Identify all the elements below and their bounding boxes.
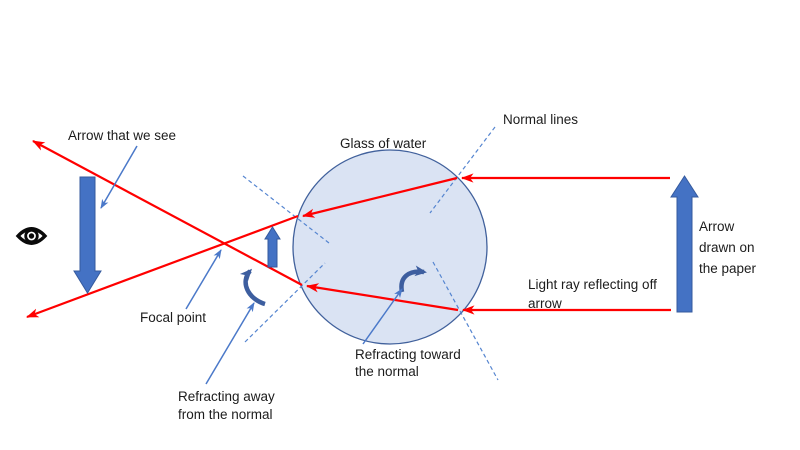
svg-text:Light ray reflecting off: Light ray reflecting off — [528, 277, 657, 292]
normal-line-upper-right — [429, 126, 496, 214]
label-refracting-away: Refracting away from the normal — [178, 389, 275, 422]
svg-text:drawn on: drawn on — [699, 240, 755, 255]
normal-line-lower-left — [244, 262, 326, 343]
svg-text:Refracting toward: Refracting toward — [355, 347, 461, 362]
svg-text:the paper: the paper — [699, 261, 757, 276]
refracting-away-pointer — [205, 302, 255, 385]
ray-top-exit-to-lower-left — [26, 214, 299, 319]
svg-text:Arrow: Arrow — [699, 219, 735, 234]
focal-point-pointer — [185, 249, 222, 310]
label-arrow-we-see: Arrow that we see — [68, 128, 176, 143]
arrow-drawn-on-paper-shape — [670, 175, 699, 313]
svg-text:arrow: arrow — [528, 296, 562, 311]
label-light-ray-reflecting: Light ray reflecting off arrow — [528, 277, 657, 311]
svg-text:from the normal: from the normal — [178, 407, 273, 422]
label-refracting-toward: Refracting toward the normal — [355, 347, 461, 379]
glass-of-water-circle — [292, 149, 488, 345]
label-normal-lines: Normal lines — [503, 112, 578, 127]
refract-away-curved-arrow — [239, 268, 266, 307]
label-focal-point: Focal point — [140, 310, 206, 325]
eye-icon — [15, 227, 48, 245]
normal-line-lower-right — [432, 261, 499, 381]
label-glass-of-water: Glass of water — [340, 136, 427, 151]
ray-bottom-exit-to-upper-left — [32, 140, 303, 286]
ray-bottom-inside-glass — [306, 283, 459, 312]
block-arrows-group — [73, 175, 699, 313]
svg-text:the normal: the normal — [355, 364, 419, 379]
refracting-toward-pointer — [362, 288, 403, 345]
labels-group: Arrow that we see Glass of water Normal … — [68, 112, 757, 422]
label-arrow-drawn-on-paper: Arrow drawn on the paper — [699, 219, 757, 276]
arrow-we-see-pointer — [100, 145, 138, 209]
normal-lines-group — [242, 126, 499, 381]
svg-text:Refracting away: Refracting away — [178, 389, 275, 404]
annotation-arrows-group — [100, 145, 403, 385]
light-rays-group — [26, 140, 671, 319]
intermediate-image-arrow-shape — [264, 226, 281, 268]
arrow-we-see-shape — [73, 176, 102, 294]
ray-top-inside-glass — [302, 176, 458, 218]
